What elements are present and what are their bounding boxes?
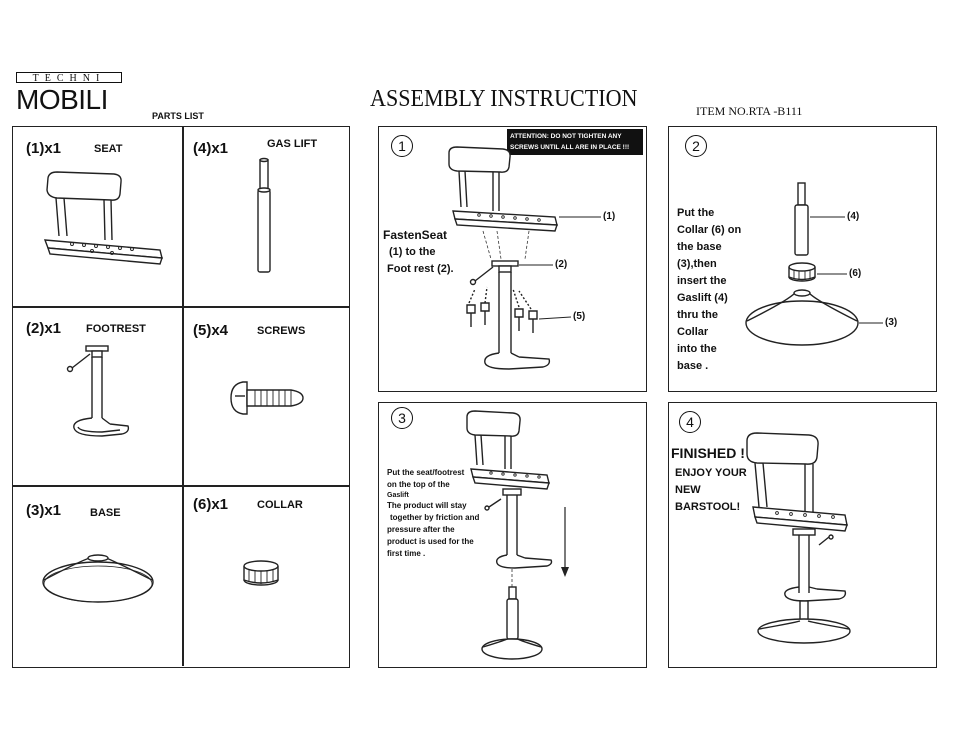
attention-line: ATTENTION: DO NOT TIGHTEN ANY [510, 133, 622, 140]
step-3-line: product is used for the [387, 537, 474, 546]
part-qty: (3)x1 [26, 502, 62, 519]
part-qty: (6)x1 [193, 496, 229, 513]
step-2-line: into the [677, 343, 717, 355]
callout-2: (2) [555, 259, 568, 270]
footrest-illustration [66, 345, 130, 437]
callout-6: (6) [849, 268, 862, 279]
base-illustration [42, 554, 154, 603]
step-4-panel: 4 FINISHED ! ENJOY YOUR NEW BARSTOOL! [668, 402, 937, 668]
step-2-text: Put the Collar (6) on the base (3),then … [677, 205, 741, 375]
step-2-line: the base [677, 241, 722, 253]
part-name: FOOTREST [86, 323, 146, 335]
step-2-line: thru the [677, 309, 718, 321]
gas-lift-illustration [257, 157, 271, 273]
step-1-panel: 1 ATTENTION: DO NOT TIGHTEN ANY SCREWS U… [378, 126, 647, 392]
step-3-line: The product will stay [387, 501, 467, 510]
step-1-line: Foot rest (2). [387, 263, 454, 275]
step-2-line: (3),then [677, 258, 717, 270]
part-footrest: (2)x1 FOOTREST [12, 306, 182, 486]
step-1-illustration [448, 146, 601, 370]
parts-list-label: PARTS LIST [152, 111, 204, 121]
callout-5: (5) [573, 311, 586, 322]
step-3-line: first time . [387, 549, 426, 558]
seat-illustration [43, 171, 163, 265]
screws-group [466, 286, 538, 333]
part-name: SEAT [94, 143, 123, 155]
part-name: COLLAR [257, 499, 303, 511]
callout-4: (4) [847, 211, 860, 222]
step-3-text: Put the seat/footrest on the top of the … [387, 467, 479, 560]
step-number: 4 [679, 411, 701, 433]
part-screws: (5)x4 SCREWS [181, 306, 350, 486]
step-3-line: together by friction and [390, 513, 480, 522]
item-number: ITEM NO.RTA -B111 [696, 104, 803, 118]
step-1-line: (1) to the [389, 246, 436, 258]
step-3-line: Put the seat/footrest [387, 468, 465, 477]
part-qty: (1)x1 [26, 140, 62, 157]
screw-illustration [230, 381, 304, 415]
attention-notice: ATTENTION: DO NOT TIGHTEN ANY SCREWS UNT… [507, 129, 643, 155]
part-qty: (4)x1 [193, 140, 229, 157]
step-3-line: Gaslift [387, 492, 409, 499]
collar-illustration [243, 560, 279, 586]
step-4-line: ENJOY YOUR [675, 467, 747, 479]
step-3-panel: 3 Put the seat/footrest on the top of th… [378, 402, 647, 668]
step-1-heading: FastenSeat [383, 228, 448, 242]
step-number: 2 [685, 135, 707, 157]
part-base: (3)x1 BASE [12, 486, 182, 668]
step-2-line: base . [677, 360, 709, 372]
step-4-line: BARSTOOL! [675, 501, 741, 513]
step-2-line: Put the [677, 207, 715, 219]
callout-1: (1) [603, 211, 616, 222]
part-qty: (5)x4 [193, 322, 229, 339]
finished-heading: FINISHED ! [671, 445, 745, 461]
step-2-line: insert the [677, 275, 727, 287]
part-gas-lift: (4)x1 GAS LIFT [181, 126, 350, 306]
part-name: GAS LIFT [267, 138, 318, 150]
step-2-line: Collar (6) on [677, 224, 742, 236]
step-number: 3 [391, 407, 413, 429]
part-seat: (1)x1 SEAT [12, 126, 182, 306]
part-collar: (6)x1 COLLAR [181, 486, 350, 668]
step-3-line: on the top of the [387, 480, 450, 489]
step-4-line: NEW [675, 484, 701, 496]
step-3-line: pressure after the [387, 525, 455, 534]
step-2-panel: 2 Put the Collar (6) on the base (3),the… [668, 126, 937, 392]
brand-logo: TECHNI MOBILI [16, 72, 122, 116]
brand-bottom: MOBILI [16, 84, 108, 115]
step-2-illustration [745, 182, 883, 346]
callout-3: (3) [885, 317, 898, 328]
page-title: ASSEMBLY INSTRUCTION [370, 86, 638, 112]
part-name: SCREWS [257, 325, 306, 337]
part-qty: (2)x1 [26, 320, 62, 337]
brand-top: TECHNI [16, 72, 122, 84]
part-name: BASE [90, 507, 121, 519]
step-number: 1 [391, 135, 413, 157]
step-3-illustration [466, 410, 569, 660]
step-2-line: Gaslift (4) [677, 292, 728, 304]
barstool-illustration [746, 432, 851, 644]
step-2-line: Collar [677, 326, 709, 338]
attention-line: SCREWS UNTIL ALL ARE IN PLACE !!! [510, 144, 630, 151]
